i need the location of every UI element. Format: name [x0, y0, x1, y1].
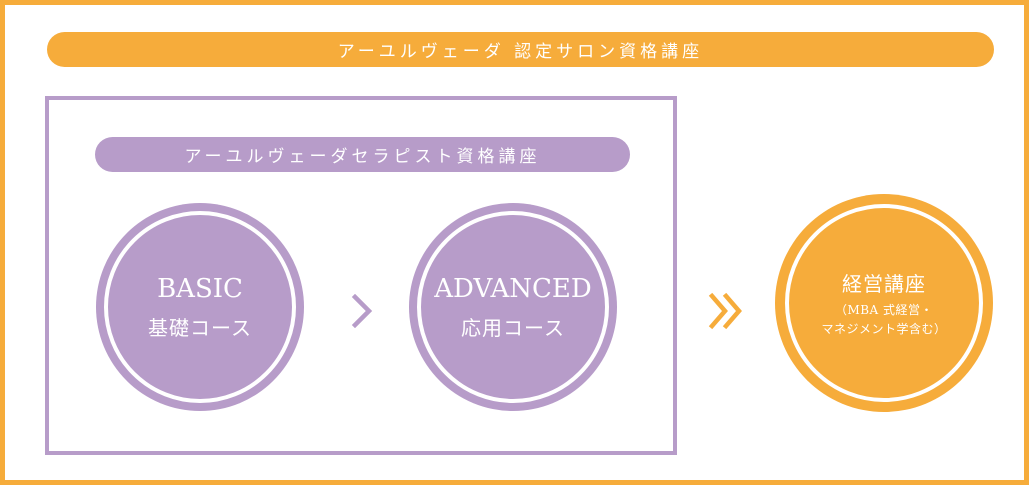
chevron-right-icon: [351, 294, 373, 328]
management-course-circle: 経営講座 （MBA 式経営・ マネジメント学含む）: [775, 194, 993, 412]
therapist-course-banner: アーユルヴェーダセラピスト資格講座: [95, 137, 630, 172]
management-note-line1: （MBA 式経営・: [834, 302, 934, 317]
advanced-course-subtitle: 応用コース: [461, 316, 565, 341]
advanced-course-circle: ADVANCED 応用コース: [409, 203, 617, 411]
management-course-note: （MBA 式経営・ マネジメント学含む）: [821, 301, 946, 338]
basic-course-circle: BASIC 基礎コース: [96, 203, 304, 411]
double-chevron-right-icon: [708, 292, 742, 330]
management-note-line2: マネジメント学含む）: [821, 321, 947, 336]
management-course-title: 経営講座: [842, 271, 926, 296]
salon-course-banner: アーユルヴェーダ 認定サロン資格講座: [47, 32, 994, 67]
basic-course-subtitle: 基礎コース: [148, 316, 252, 341]
banner-title: アーユルヴェーダ 認定サロン資格講座: [337, 42, 704, 62]
basic-course-title: BASIC: [157, 273, 243, 304]
therapist-course-title: アーユルヴェーダセラピスト資格講座: [184, 147, 541, 167]
advanced-course-title: ADVANCED: [434, 273, 592, 304]
